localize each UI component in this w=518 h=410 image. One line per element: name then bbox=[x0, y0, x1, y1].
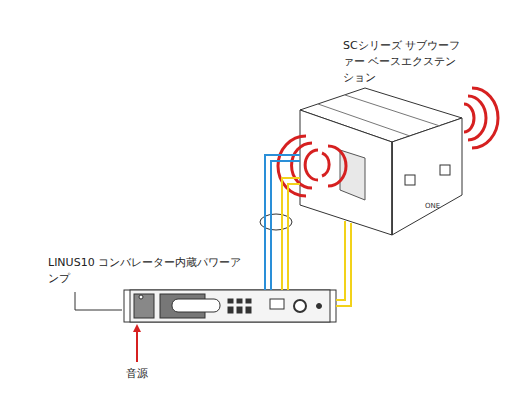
speaker-cable bbox=[288, 184, 300, 290]
cable-connector bbox=[265, 155, 351, 306]
source-arrow bbox=[133, 324, 141, 362]
subwoofer-cabinet: ONE bbox=[300, 88, 462, 235]
speaker-cable bbox=[336, 221, 345, 300]
leader-line bbox=[75, 292, 122, 310]
speaker-cable bbox=[336, 223, 351, 306]
speaker-cable bbox=[265, 155, 300, 290]
svg-text:ONE: ONE bbox=[425, 202, 440, 210]
amplifier bbox=[124, 290, 336, 322]
subwoofer-node: SCシリーズ サブウーファー ベースエクステンション bbox=[300, 88, 462, 235]
source-label: 音源 bbox=[126, 366, 148, 381]
node-label: SCシリーズ サブウーファー ベースエクステンション bbox=[343, 38, 463, 86]
speaker-cable bbox=[271, 161, 300, 290]
node-label: LINUS10 コンバレーター内蔵パワーアンプ bbox=[48, 255, 248, 287]
speaker-cable bbox=[282, 178, 300, 290]
amplifier-node: LINUS10 コンバレーター内蔵パワーアンプ bbox=[130, 290, 330, 322]
sound-waves bbox=[278, 88, 498, 196]
